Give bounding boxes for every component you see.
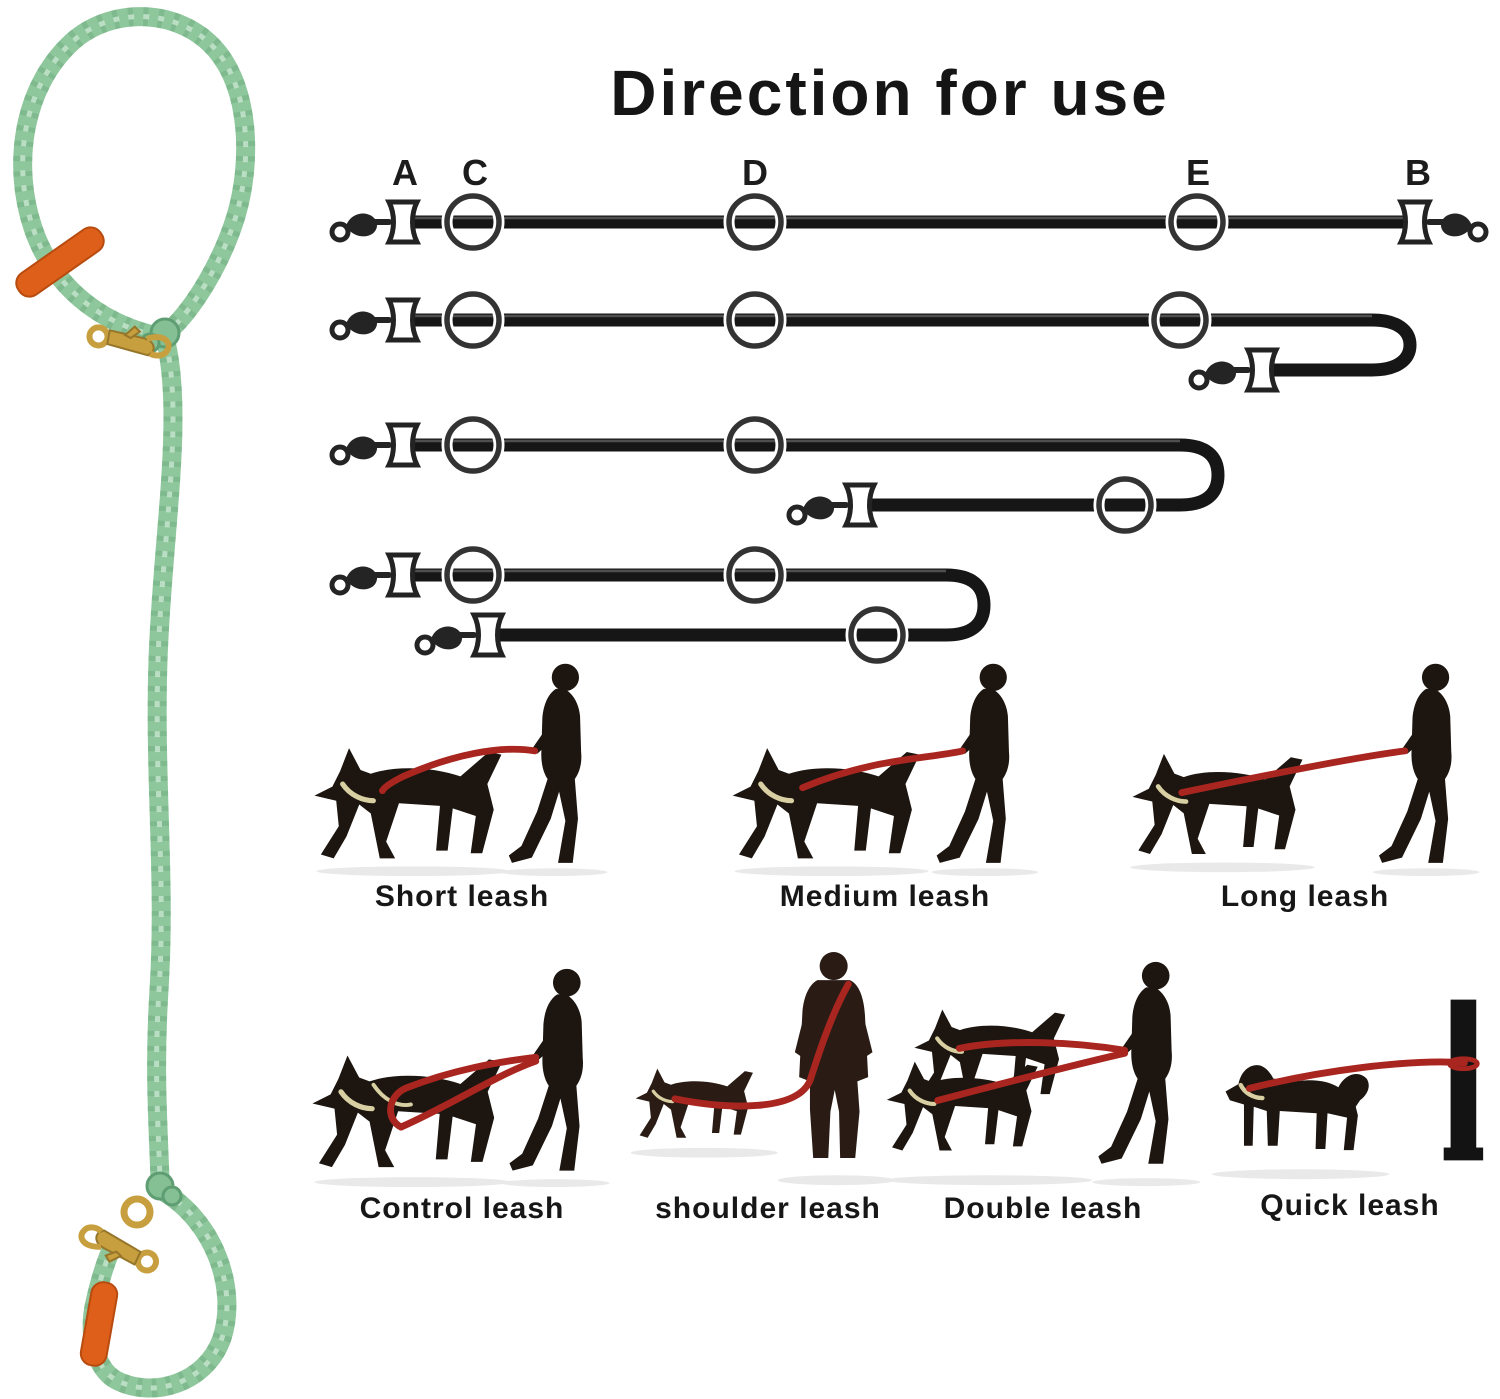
scene-label: Control leash xyxy=(359,1192,565,1225)
red-leash-wrap xyxy=(387,1084,411,1131)
brass-ring-bottom xyxy=(120,1195,154,1229)
person-silhouette xyxy=(1378,663,1452,863)
red-leash-line xyxy=(379,745,539,795)
dog-silhouette xyxy=(1132,754,1302,854)
snap-hook-icon xyxy=(417,615,502,655)
red-leash-wrap xyxy=(1447,1056,1480,1072)
leash-config-row-4 xyxy=(332,549,991,661)
orange-sleeve-top xyxy=(15,226,105,298)
scene-label: Long leash xyxy=(1220,880,1390,913)
tie-post xyxy=(1443,999,1484,1161)
point-label-c: C xyxy=(462,152,488,193)
scene-short-leash: Short leash xyxy=(302,650,622,914)
leash-config-row-2 xyxy=(332,294,1417,390)
scene-control-leash: Control leash xyxy=(302,952,622,1226)
scene-label: Quick leash xyxy=(1260,1189,1440,1222)
point-label-e: E xyxy=(1185,152,1210,193)
snap-hook-icon xyxy=(1191,350,1276,390)
scene-shoulder-leash: shoulder leash xyxy=(628,945,908,1226)
person-silhouette xyxy=(1098,961,1172,1164)
red-leash-line xyxy=(671,980,852,1110)
snap-hook-icon xyxy=(789,485,874,525)
snap-hook-icon xyxy=(332,202,417,242)
red-leash-line xyxy=(1245,1058,1468,1092)
snap-hook-icon xyxy=(332,425,417,465)
red-leash-line xyxy=(799,747,967,792)
snap-hook-icon xyxy=(332,300,417,340)
snap-hook-icon xyxy=(332,555,417,595)
red-leash-line xyxy=(955,1039,1129,1054)
point-label-d: D xyxy=(742,152,768,193)
page-title: Direction for use xyxy=(610,57,1170,129)
snap-hook-icon xyxy=(1401,202,1486,242)
rope-main-length xyxy=(147,332,183,1190)
scene-label: shoulder leash xyxy=(655,1192,881,1225)
product-photo-rope-leash xyxy=(13,7,256,1398)
rope-knot-bottom xyxy=(145,1171,183,1207)
person-silhouette xyxy=(794,952,873,1158)
dog-silhouette xyxy=(312,1055,502,1167)
scene-medium-leash: Medium leash xyxy=(720,650,1050,914)
brass-snap-hook-top xyxy=(86,324,172,359)
dog-silhouette xyxy=(314,748,501,858)
scene-label: Double leash xyxy=(943,1192,1143,1225)
red-leash-line xyxy=(403,1053,540,1092)
brass-snap-hook-bottom xyxy=(78,1224,160,1274)
point-label-a: A xyxy=(392,152,418,193)
red-leash-line xyxy=(934,1049,1129,1104)
point-label-b: B xyxy=(1405,152,1431,193)
person-silhouette xyxy=(936,663,1010,863)
red-leash-line xyxy=(1178,747,1409,797)
scene-label: Medium leash xyxy=(779,880,991,913)
orange-sleeve-bottom xyxy=(79,1281,119,1367)
scene-label: Short leash xyxy=(374,880,550,913)
leash-configuration-diagram xyxy=(0,0,1500,700)
scene-double-leash: Double leash xyxy=(878,948,1208,1226)
scene-quick-leash: Quick leash xyxy=(1200,972,1500,1223)
leash-config-row-3 xyxy=(332,419,1225,531)
rope-handle-loop xyxy=(13,7,256,346)
leash-config-row-1 xyxy=(332,196,1486,248)
person-silhouette xyxy=(508,663,582,863)
red-leash-line xyxy=(397,1057,540,1131)
scene-long-leash: Long leash xyxy=(1120,650,1490,914)
